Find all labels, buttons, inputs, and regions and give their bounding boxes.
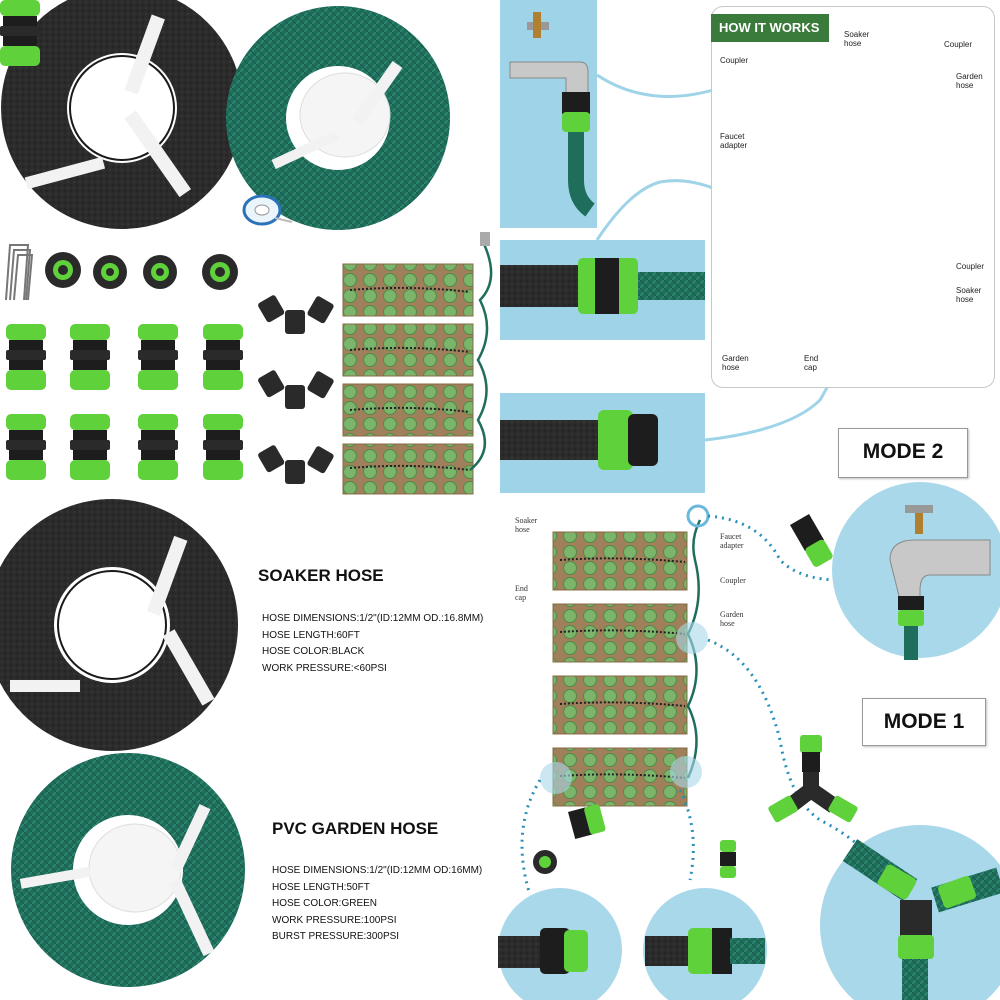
hiw-label-soaker-hose: Soaker hose xyxy=(844,30,870,48)
soaker-hose-coil-top xyxy=(1,0,243,229)
hiw-label-soaker-hose-2: Soaker hose xyxy=(956,286,982,304)
pvc-spec-color: HOSE COLOR:GREEN xyxy=(272,898,378,909)
soaker-spec-color: HOSE COLOR:BLACK xyxy=(262,646,365,657)
mode1-label-soaker-hose: Soaker hose xyxy=(515,516,538,534)
closeup-circle-endcap xyxy=(498,888,622,1000)
closeup-coupler-panel xyxy=(500,240,705,340)
mode1-faucet-circle xyxy=(832,482,1000,660)
pvc-spec-length: HOSE LENGTH:50FT xyxy=(272,882,370,893)
hiw-label-garden-hose-bottom: Garden hose xyxy=(722,354,749,372)
hiw-label-coupler-right: Coupler xyxy=(944,40,973,49)
hiw-label-end-cap: End cap xyxy=(804,354,819,372)
mode-2-label: MODE 2 xyxy=(838,428,968,478)
hose-couplers-grid xyxy=(0,0,243,480)
pvc-hose-title: PVC GARDEN HOSE xyxy=(272,819,439,838)
faucet-panel-top xyxy=(500,0,597,228)
how-it-works-panel xyxy=(711,6,995,388)
hiw-label-coupler-mid: Coupler xyxy=(956,262,985,271)
soaker-hose-coil-middle xyxy=(0,499,238,751)
how-it-works-title: HOW IT WORKS xyxy=(711,14,829,42)
soaker-hose-title: SOAKER HOSE xyxy=(258,566,384,585)
mode1-label-coupler: Coupler xyxy=(720,576,746,585)
mode-1-label: MODE 1 xyxy=(862,698,986,746)
mode1-beds xyxy=(540,504,710,807)
garden-hose-coil-bottom xyxy=(11,753,245,987)
pvc-spec-work-pressure: WORK PRESSURE:100PSI xyxy=(272,915,397,926)
hiw-label-garden-hose-top: Garden hose xyxy=(956,72,983,90)
hiw-label-faucet-adapter: Faucet adapter xyxy=(720,132,748,150)
garden-beds-diagram-left xyxy=(342,232,493,495)
garden-stakes xyxy=(5,244,34,301)
mode1-dotted-lines xyxy=(520,514,877,896)
closeup-circle-coupler xyxy=(643,888,767,1000)
mode1-small-parts xyxy=(533,804,736,878)
mode1-y-connector-assembly xyxy=(768,735,858,823)
garden-hose-coil-top xyxy=(226,6,450,230)
mode1-small-coupler xyxy=(790,514,833,567)
mode1-label-end-cap: End cap xyxy=(515,584,528,602)
faucet-adapters-row xyxy=(45,252,238,290)
mode1-label-garden-hose: Garden hose xyxy=(720,610,744,628)
y-connectors xyxy=(258,295,334,484)
soaker-spec-pressure: WORK PRESSURE:<60PSI xyxy=(262,663,387,674)
hiw-label-coupler-left: Coupler xyxy=(720,56,749,65)
closeup-circle-y-connector xyxy=(820,825,1000,1000)
soaker-spec-length: HOSE LENGTH:60FT xyxy=(262,630,360,641)
mode1-label-faucet-adapter: Faucet adapter xyxy=(720,532,744,550)
teflon-tape-roll xyxy=(242,194,293,226)
pvc-spec-burst-pressure: BURST PRESSURE:300PSI xyxy=(272,931,400,942)
soaker-spec-dimensions: HOSE DIMENSIONS:1/2"(ID:12MM OD.:16.8MM) xyxy=(262,613,484,624)
closeup-endcap-panel xyxy=(500,393,705,493)
pvc-spec-dimensions: HOSE DIMENSIONS:1/2"(ID:12MM OD:16MM) xyxy=(272,865,483,876)
